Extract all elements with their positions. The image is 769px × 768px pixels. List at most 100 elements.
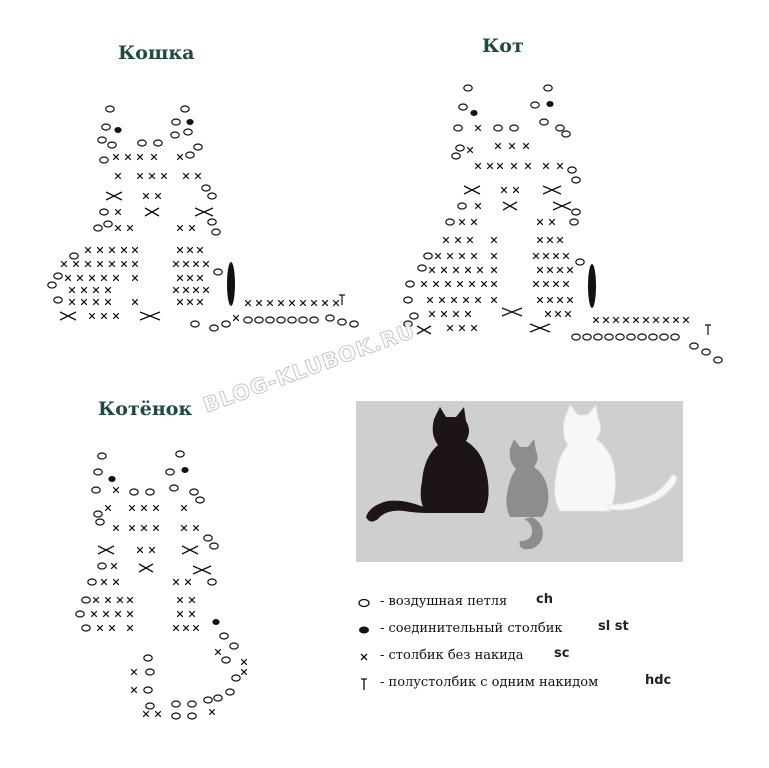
- single-crochet: [110, 562, 118, 570]
- single-crochet: [466, 146, 474, 154]
- legend-row-ch: - воздушная петля ch: [356, 590, 696, 617]
- single-crochet: [88, 312, 96, 320]
- single-crochet: [442, 236, 450, 244]
- legend-abbr-ch: ch: [536, 592, 553, 607]
- single-crochet: [552, 280, 560, 288]
- chain-stitch: [145, 668, 155, 676]
- single-crochet: [458, 218, 466, 226]
- chain-stitch: [543, 84, 553, 92]
- single-crochet: [192, 624, 200, 632]
- single-crochet: [176, 224, 184, 232]
- legend-row-sc: - столбик без накида sc: [356, 644, 696, 671]
- chain-stitch: [143, 686, 153, 694]
- single-crochet: [662, 316, 670, 324]
- single-crochet: [532, 280, 540, 288]
- single-crochet: [88, 274, 96, 282]
- single-crochet: [196, 274, 204, 282]
- single-crochet: [148, 172, 156, 180]
- gray-cat-figure: [506, 439, 549, 550]
- single-crochet: [480, 280, 488, 288]
- single-crochet: [108, 246, 116, 254]
- single-crochet: [474, 162, 482, 170]
- chain-stitch: [417, 264, 427, 272]
- single-crochet: [470, 218, 478, 226]
- single-crochet: [188, 224, 196, 232]
- single-crochet: [84, 246, 92, 254]
- single-crochet: [140, 524, 148, 532]
- single-crochet: [458, 252, 466, 260]
- single-crochet: [536, 236, 544, 244]
- legend-abbr-hdc: hdc: [645, 673, 672, 688]
- single-crochet: [148, 546, 156, 554]
- single-crochet: [192, 260, 200, 268]
- chain-stitch: [69, 252, 79, 260]
- single-crochet: [682, 316, 690, 324]
- single-crochet: [214, 648, 222, 656]
- chain-stitch: [103, 220, 113, 228]
- chain-stitch: [145, 702, 155, 710]
- single-crochet: [186, 246, 194, 254]
- single-crochet: [188, 596, 196, 604]
- chain-stitch: [637, 333, 647, 341]
- chain-stitch: [604, 333, 614, 341]
- single-crochet: [180, 524, 188, 532]
- chain-stitch: [195, 496, 205, 504]
- chain-stitch: [445, 218, 455, 226]
- single-crochet: [68, 298, 76, 306]
- chain-stitch: [221, 656, 231, 664]
- single-crochet: [68, 286, 76, 294]
- single-crochet: [490, 266, 498, 274]
- single-crochet: [124, 153, 132, 161]
- single-crochet: [524, 162, 532, 170]
- single-crochet: [176, 610, 184, 618]
- single-crochet: [470, 324, 478, 332]
- single-crochet-increase: [181, 545, 199, 555]
- single-crochet: [466, 236, 474, 244]
- chain-stitch: [189, 488, 199, 496]
- single-crochet: [474, 202, 482, 210]
- single-crochet: [176, 246, 184, 254]
- single-crochet-increase: [192, 565, 212, 575]
- single-crochet: [80, 298, 88, 306]
- single-crochet: [131, 298, 139, 306]
- slip-stitch: [108, 476, 116, 482]
- chain-stitch: [143, 654, 153, 662]
- single-crochet: [186, 274, 194, 282]
- single-crochet: [438, 296, 446, 304]
- half-double-crochet: [339, 294, 345, 305]
- chain-stitch: [309, 316, 319, 324]
- chain-stitch: [713, 356, 723, 364]
- chain-stitch: [97, 452, 107, 460]
- single-crochet: [112, 524, 120, 532]
- chain-stitch: [229, 642, 239, 650]
- single-crochet: [182, 172, 190, 180]
- single-crochet: [452, 266, 460, 274]
- single-crochet: [114, 172, 122, 180]
- single-crochet: [140, 504, 148, 512]
- chain-stitch: [509, 124, 519, 132]
- single-crochet: [102, 610, 110, 618]
- title-kotenok: Котёнок: [98, 398, 193, 420]
- single-crochet: [548, 218, 556, 226]
- single-crochet: [202, 286, 210, 294]
- slip-stitch-long: [588, 264, 596, 308]
- chain-stitch: [349, 320, 359, 328]
- single-crochet: [104, 596, 112, 604]
- single-crochet: [652, 316, 660, 324]
- single-crochet: [456, 280, 464, 288]
- chain-stitch: [593, 333, 603, 341]
- diagram-koshka: [47, 105, 359, 332]
- single-crochet: [128, 524, 136, 532]
- chain-stitch: [458, 103, 468, 111]
- slip-stitch-long: [227, 262, 235, 306]
- single-crochet: [310, 299, 318, 307]
- single-crochet: [440, 266, 448, 274]
- single-crochet: [464, 266, 472, 274]
- slip-stitch-dot-icon: [359, 626, 369, 634]
- single-crochet: [176, 274, 184, 282]
- chain-stitch: [219, 632, 229, 640]
- single-crochet: [536, 218, 544, 226]
- chain-stitch: [145, 488, 155, 496]
- single-crochet: [446, 252, 454, 260]
